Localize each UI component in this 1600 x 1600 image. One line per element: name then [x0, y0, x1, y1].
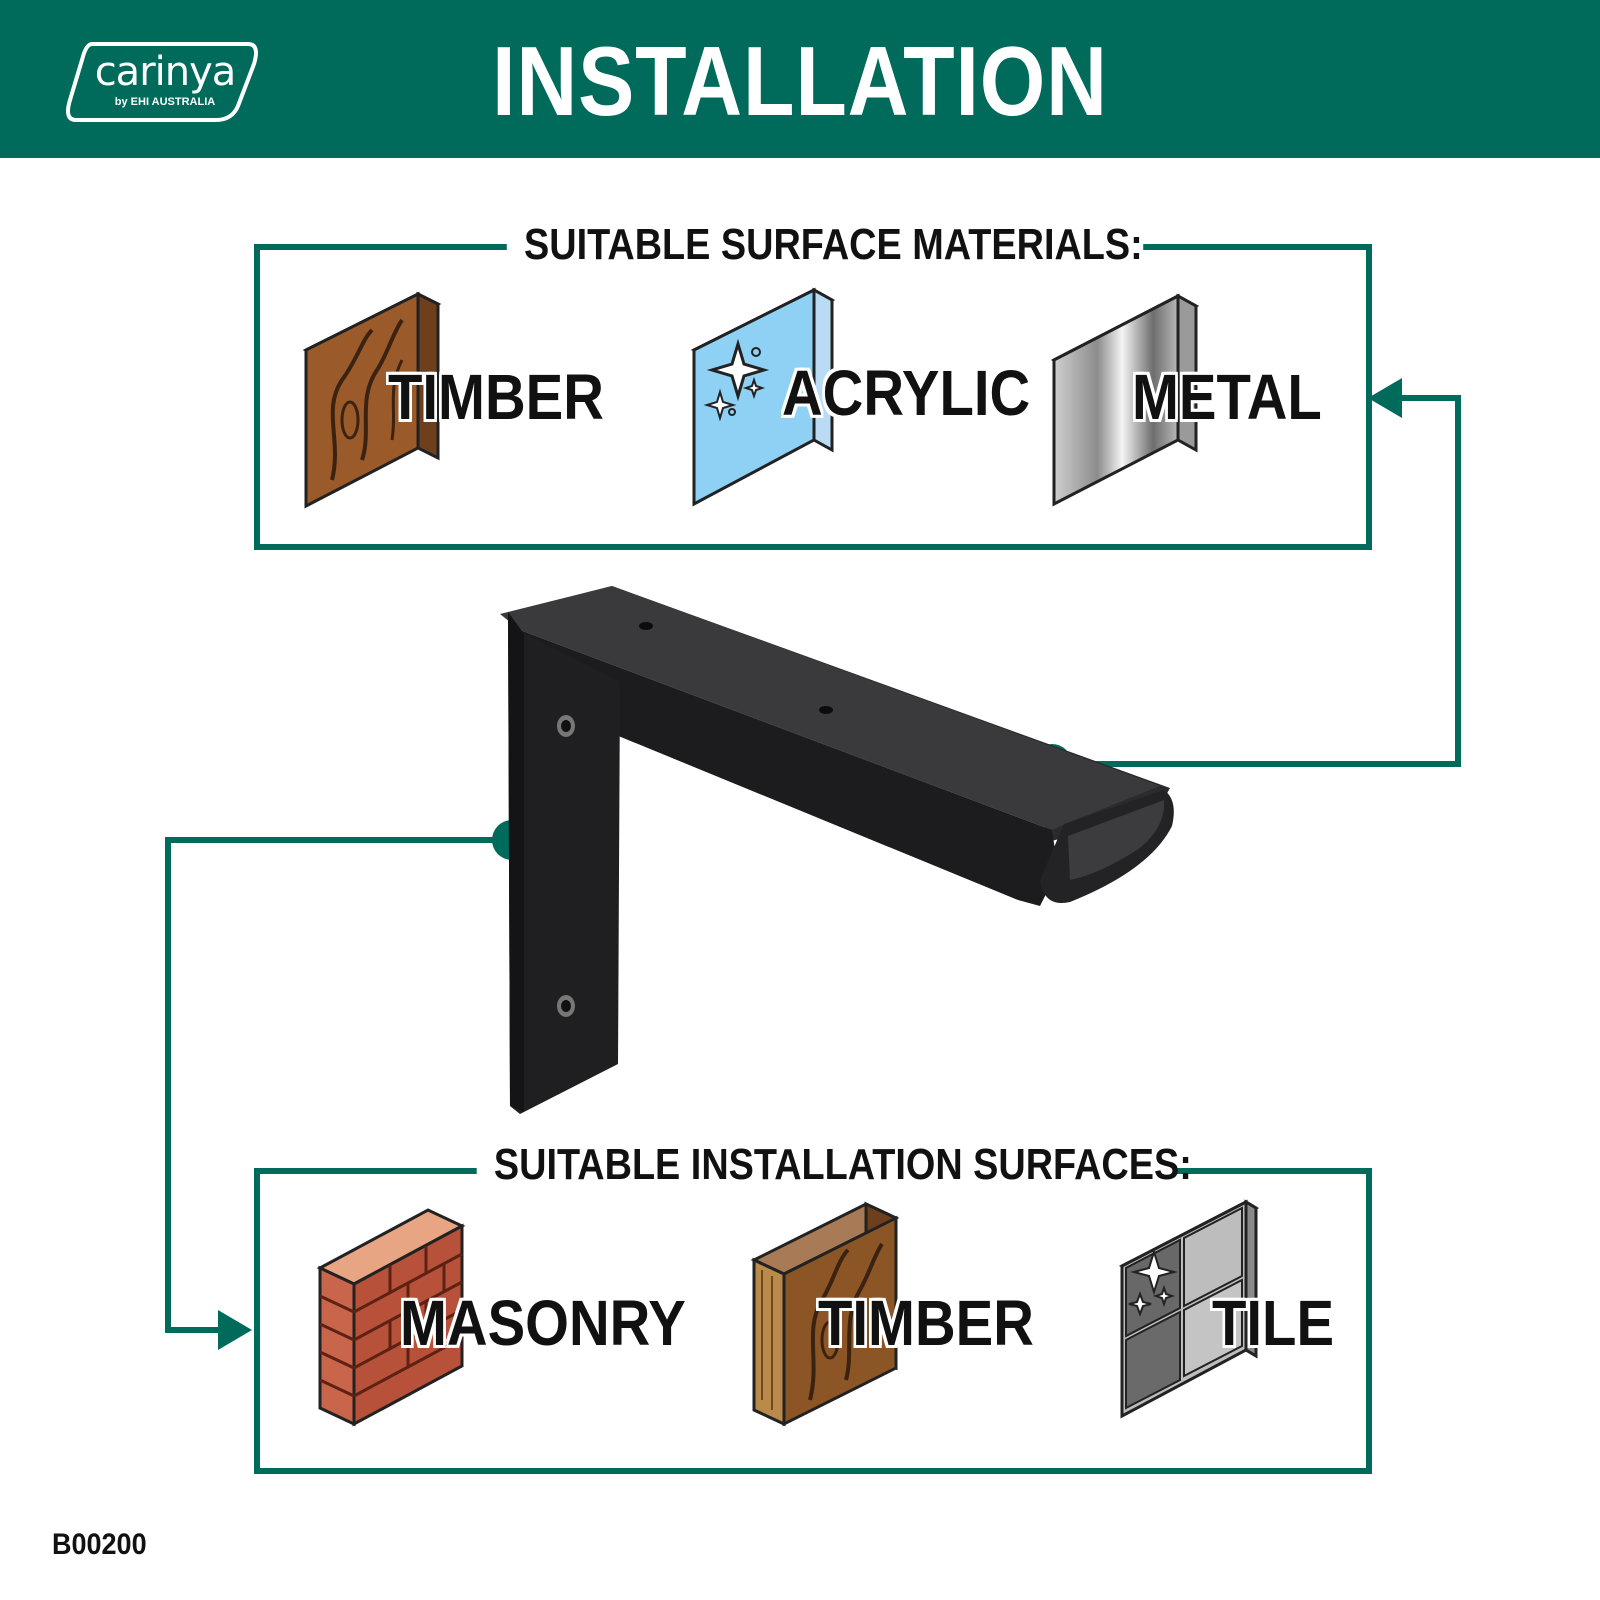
surface-materials-heading: SUITABLE SURFACE MATERIALS:: [506, 220, 1144, 270]
timber-block-icon: [302, 291, 442, 509]
metal-sheet-icon: [1050, 293, 1200, 507]
product-code: B00200: [52, 1528, 147, 1561]
page-title: INSTALLATION: [492, 26, 1108, 136]
header-banner: carinya by EHI AUSTRALIA INSTALLATION: [0, 0, 1600, 158]
material-label-acrylic: ACRYLIC: [782, 357, 1031, 429]
arrow-to-materials-icon: [1368, 378, 1402, 418]
material-label-timber: TIMBER: [388, 361, 604, 433]
tile-wall-icon: [1118, 1199, 1260, 1419]
carinya-logo: carinya by EHI AUSTRALIA: [62, 36, 262, 124]
surface-label-masonry: MASONRY: [400, 1287, 686, 1359]
logo-name: carinya: [94, 49, 237, 95]
surface-label-tile: TILE: [1212, 1287, 1335, 1359]
timber-board-icon: [750, 1201, 900, 1427]
acrylic-panel-icon: [690, 287, 836, 507]
logo-subtitle: by EHI AUSTRALIA: [114, 96, 216, 108]
arrow-to-surfaces-icon: [218, 1310, 252, 1350]
material-label-metal: METAL: [1132, 361, 1322, 433]
installation-surfaces-heading: SUITABLE INSTALLATION SURFACES:: [476, 1140, 1192, 1190]
brick-wall-icon: [316, 1208, 466, 1427]
surface-label-timber: TIMBER: [818, 1287, 1034, 1359]
